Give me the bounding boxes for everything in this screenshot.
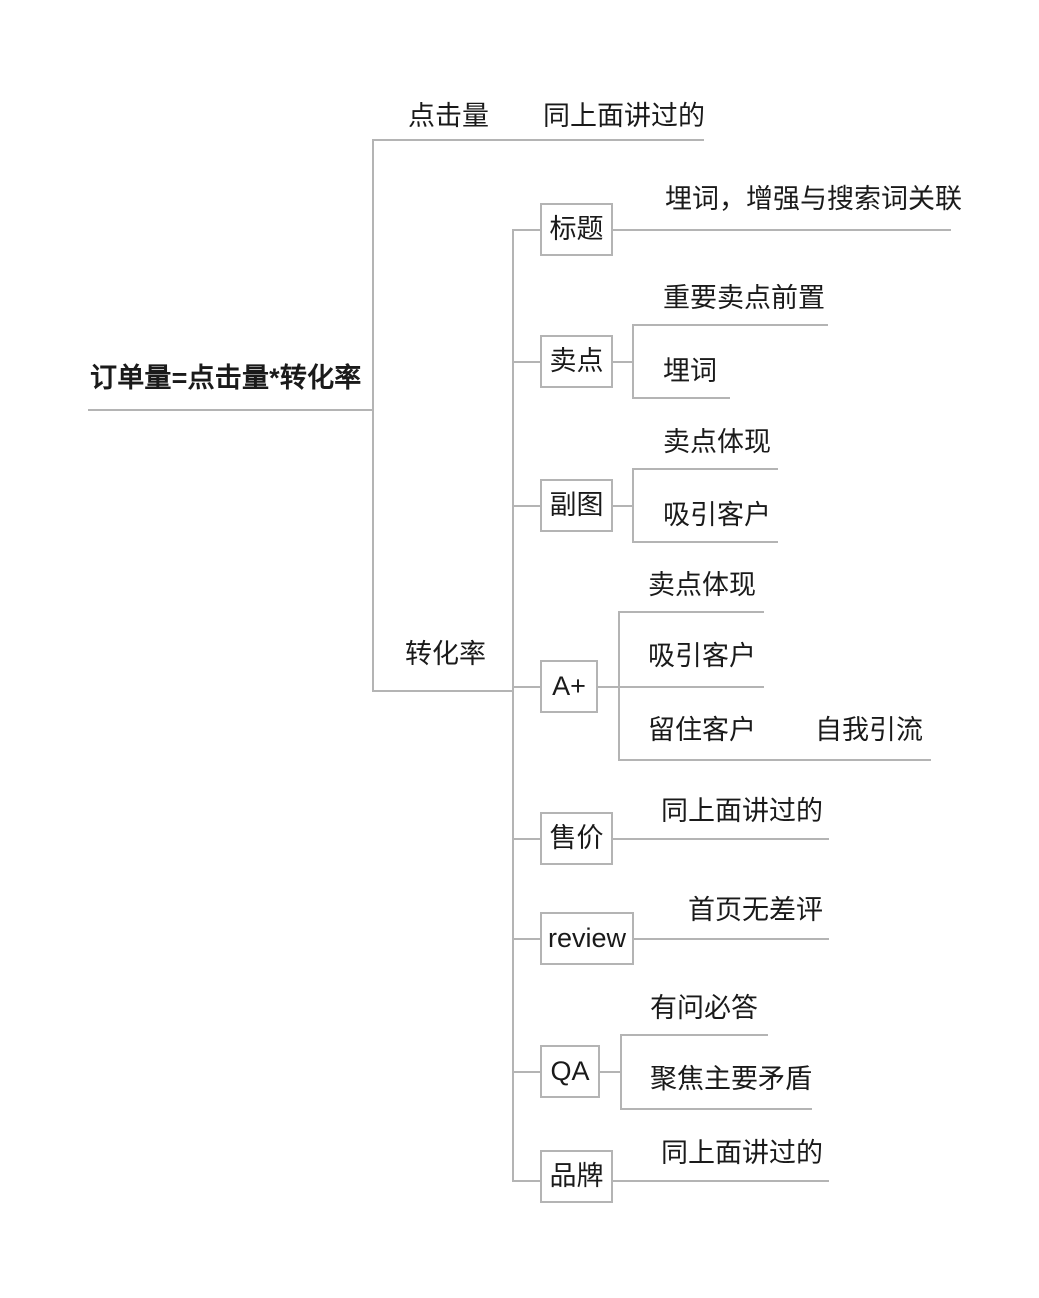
connector-to-qa: [512, 1071, 542, 1073]
price-child-0-underline: [611, 838, 829, 840]
sub-image-child-1-underline: [632, 541, 778, 543]
qa-child-0-label[interactable]: 有问必答: [650, 993, 758, 1023]
node-qa[interactable]: QA: [540, 1045, 600, 1098]
review-child-0-underline: [632, 938, 829, 940]
qa-child-1-underline: [620, 1108, 812, 1110]
sub-image-child-0-label[interactable]: 卖点体现: [663, 427, 771, 457]
aplus-child-1-underline: [618, 686, 764, 688]
qa-child-0-underline: [620, 1034, 768, 1036]
node-title[interactable]: 标题: [540, 203, 613, 256]
qa-sub-spine: [620, 1034, 622, 1108]
level2-spine: [512, 229, 514, 1180]
click-volume-child-0-label[interactable]: 同上面讲过的: [543, 101, 705, 131]
node-sub-image[interactable]: 副图: [540, 479, 613, 532]
connector-to-sub-image: [512, 505, 542, 507]
node-aplus[interactable]: A+: [540, 660, 598, 713]
node-brand[interactable]: 品牌: [540, 1150, 613, 1203]
branch-click-volume-label[interactable]: 点击量: [408, 101, 489, 131]
title-child-0-underline: [611, 229, 951, 231]
aplus-child-0-underline: [618, 611, 764, 613]
aplus-child-0-label[interactable]: 卖点体现: [648, 570, 756, 600]
sub-image-sub-spine: [632, 468, 634, 541]
branch-conversion-rate-label[interactable]: 转化率: [405, 639, 486, 669]
qa-sub-connector: [598, 1071, 621, 1073]
branch-click-volume-underline: [372, 139, 704, 141]
aplus-child-2-underline: [618, 759, 931, 761]
sub-image-child-0-underline: [632, 468, 778, 470]
review-child-0-label[interactable]: 首页无差评: [688, 895, 823, 925]
connector-to-title: [512, 229, 542, 231]
level1-spine: [372, 139, 374, 691]
sub-image-sub-connector: [611, 505, 633, 507]
qa-child-1-label[interactable]: 聚焦主要矛盾: [650, 1064, 812, 1094]
connector-to-review: [512, 938, 542, 940]
aplus-grandchild-label[interactable]: 自我引流: [815, 715, 923, 745]
root-node-label[interactable]: 订单量=点击量*转化率: [90, 363, 362, 393]
connector-to-aplus: [512, 686, 542, 688]
selling-point-sub-connector: [611, 361, 633, 363]
aplus-child-2-label[interactable]: 留住客户: [648, 715, 756, 745]
selling-point-child-1-underline: [632, 397, 730, 399]
root-underline: [88, 409, 374, 411]
title-child-0-label[interactable]: 埋词，增强与搜索词关联: [665, 184, 962, 214]
selling-point-sub-spine: [632, 324, 634, 397]
selling-point-child-0-underline: [632, 324, 828, 326]
selling-point-child-0-label[interactable]: 重要卖点前置: [663, 283, 825, 313]
node-review[interactable]: review: [540, 912, 634, 965]
aplus-child-1-label[interactable]: 吸引客户: [648, 641, 756, 671]
node-selling-point[interactable]: 卖点: [540, 335, 613, 388]
sub-image-child-1-label[interactable]: 吸引客户: [663, 500, 771, 530]
brand-child-0-underline: [611, 1180, 829, 1182]
branch-conversion-rate-underline: [372, 690, 512, 692]
connector-to-selling-point: [512, 361, 542, 363]
aplus-sub-spine: [618, 611, 620, 759]
price-child-0-label[interactable]: 同上面讲过的: [661, 796, 823, 826]
brand-child-0-label[interactable]: 同上面讲过的: [661, 1138, 823, 1168]
selling-point-child-1-label[interactable]: 埋词: [663, 356, 717, 386]
connector-to-price: [512, 838, 542, 840]
aplus-sub-connector: [596, 686, 619, 688]
node-price[interactable]: 售价: [540, 812, 613, 865]
connector-to-brand: [512, 1180, 542, 1182]
